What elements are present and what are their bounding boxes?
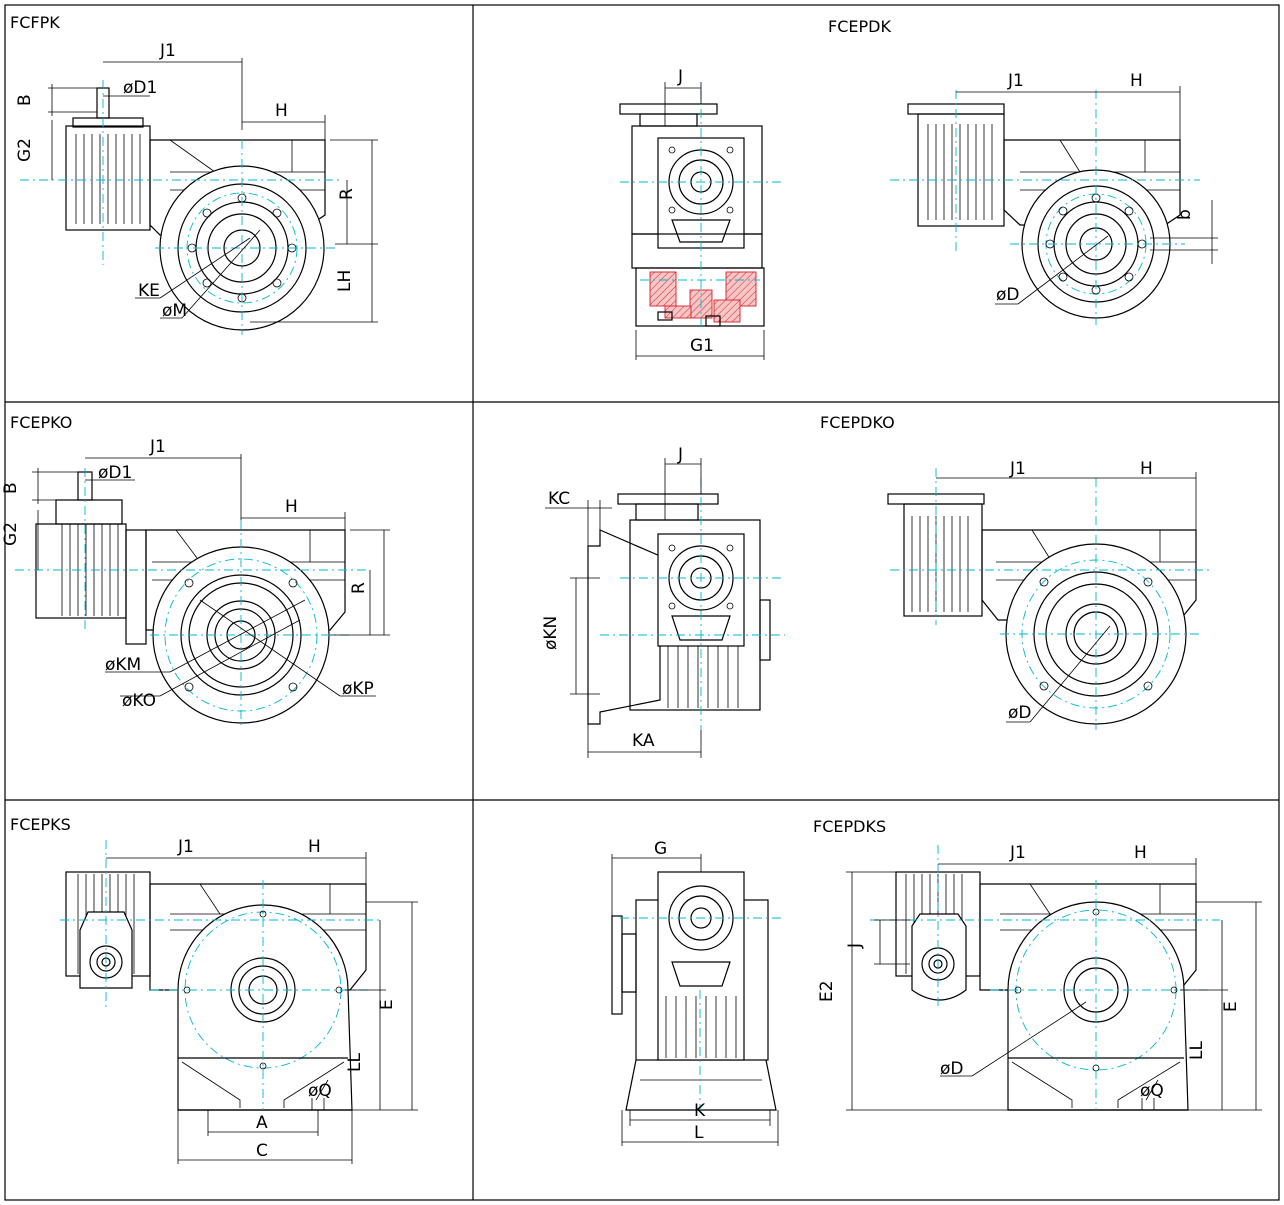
dim-j1-6: J1 xyxy=(1009,843,1026,863)
dim-q-6: øQ xyxy=(1140,1081,1164,1101)
dim-kp: øKP xyxy=(342,679,374,699)
dim-j-4: J xyxy=(677,445,683,465)
dim-g-6: G xyxy=(654,839,667,859)
dim-ko: øKO xyxy=(122,691,156,711)
dim-h-4: H xyxy=(1140,459,1153,479)
dim-h-6: H xyxy=(1134,843,1147,863)
dim-b-small: b xyxy=(1175,209,1195,220)
panel-fcfpk: FCFPK xyxy=(10,13,378,335)
dim-h-2: H xyxy=(1130,71,1143,91)
dim-d1: øD1 xyxy=(123,78,157,98)
dim-ll-5: LL xyxy=(345,1053,365,1072)
dim-ka: KA xyxy=(632,731,655,751)
dim-a-5: A xyxy=(256,1113,268,1133)
dim-r-3: R xyxy=(349,582,369,594)
dim-g1: G1 xyxy=(690,336,714,356)
dim-d-6: øD xyxy=(940,1059,964,1079)
dim-kc: KC xyxy=(548,489,570,509)
dim-l-6: L xyxy=(694,1123,704,1143)
panel-fcepdko: FCEPDKO J KC øKN xyxy=(541,413,1210,758)
dim-e-6: E xyxy=(1221,1001,1241,1012)
dim-g2: G2 xyxy=(15,138,35,162)
dim-r: R xyxy=(337,188,357,200)
dim-k-6: K xyxy=(694,1101,706,1121)
panel-fcepdks: FCEPDKS G K L xyxy=(611,817,1262,1146)
dim-c-5: C xyxy=(256,1141,268,1161)
dim-km: øKM xyxy=(105,655,141,675)
panel-fcepdk: FCEPDK J G1 xyxy=(619,17,1218,360)
dim-q-5: øQ xyxy=(308,1081,332,1101)
dim-e-5: E xyxy=(377,999,397,1010)
dim-j1-4: J1 xyxy=(1009,459,1026,479)
dim-d-4: øD xyxy=(1008,703,1032,723)
panel-fcepks: FCEPKS J1 xyxy=(10,815,418,1164)
panel-title-fcfpk: FCFPK xyxy=(10,13,60,32)
dim-j: J xyxy=(677,67,683,87)
dim-b: B xyxy=(15,94,35,106)
dim-j1-2: J1 xyxy=(1007,71,1024,91)
dim-d1-3: øD1 xyxy=(98,463,132,483)
dim-e2-6: E2 xyxy=(817,980,837,1002)
dim-h-5: H xyxy=(308,837,321,857)
dim-j-6: J xyxy=(845,943,865,949)
dim-j1-3: J1 xyxy=(149,437,166,457)
panel-title-fcepdk: FCEPDK xyxy=(828,17,891,36)
dim-j1: J1 xyxy=(159,41,176,61)
dim-ll-6: LL xyxy=(1187,1041,1207,1060)
panel-title-fcepks: FCEPKS xyxy=(10,815,71,834)
panel-title-fcepko: FCEPKO xyxy=(10,413,72,432)
panel-title-fcepdks: FCEPDKS xyxy=(813,817,886,836)
dim-kn: øKN xyxy=(541,616,561,650)
dim-h-3: H xyxy=(285,497,298,517)
panel-fcepko: FCEPKO J1 xyxy=(1,413,390,728)
panel-title-fcepdko: FCEPDKO xyxy=(820,413,895,432)
dim-b-3: B xyxy=(1,482,21,494)
dim-lh: LH xyxy=(335,270,355,292)
dim-d: øD xyxy=(996,285,1020,305)
sheet-grid xyxy=(4,4,1280,1201)
dim-h: H xyxy=(275,101,288,121)
dim-j1-5: J1 xyxy=(177,837,194,857)
dim-ke: KE xyxy=(138,281,160,301)
dim-g2-3: G2 xyxy=(1,522,21,546)
dim-m: øM xyxy=(162,301,187,321)
